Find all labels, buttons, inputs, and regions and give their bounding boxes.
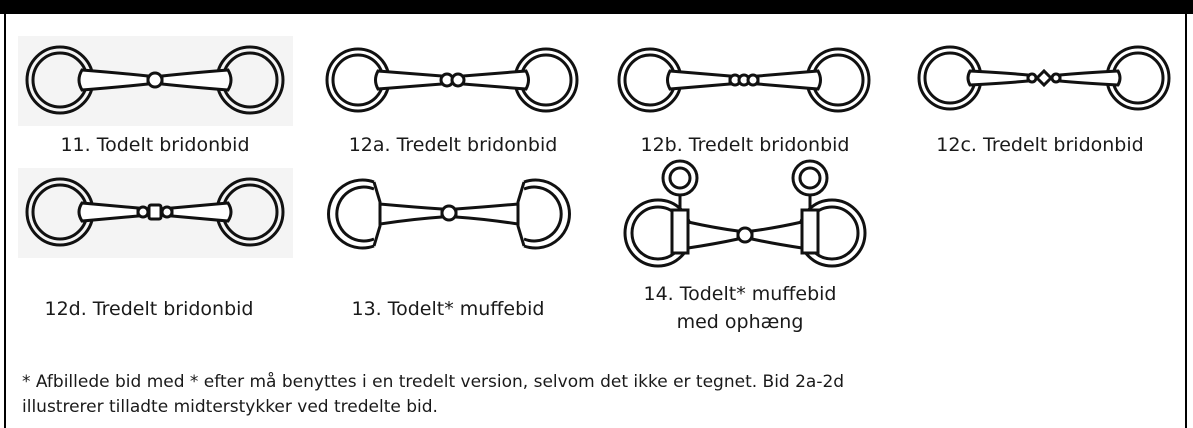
- bit-12d-caption: 12d. Tredelt bridonbid: [44, 298, 254, 320]
- bit-12a-caption: 12a. Tredelt bridonbid: [348, 134, 558, 156]
- three-piece-roller-loose-ring-bit-icon: [25, 177, 285, 247]
- footnote-line-1: * Afbillede bid med * efter må benyttes …: [22, 372, 845, 392]
- bit-13-caption: 13. Todelt* muffebid: [351, 298, 545, 320]
- bit-14-image: [610, 158, 880, 270]
- three-piece-lozenge-loose-ring-bit-icon: [917, 45, 1171, 111]
- bit-12c-caption: 12c. Tredelt bridonbid: [936, 134, 1144, 156]
- three-piece-loose-ring-bit-icon: [325, 47, 579, 113]
- header-bar: [0, 0, 1193, 14]
- bit-12c-image: [912, 38, 1177, 118]
- bit-14-caption-line1: 14. Todelt* muffebid: [643, 283, 837, 305]
- bit-12b-image: [612, 40, 877, 120]
- two-piece-loose-ring-bit-icon: [25, 45, 285, 115]
- three-piece-link-loose-ring-bit-icon: [617, 47, 871, 113]
- bit-11-image: [20, 40, 290, 120]
- bit-12a-image: [320, 40, 585, 120]
- content-frame: [4, 14, 1187, 428]
- bit-12b-caption: 12b. Tredelt bridonbid: [640, 134, 850, 156]
- two-piece-baucher-bit-icon: [623, 159, 867, 268]
- footnote: * Afbillede bid med * efter må benyttes …: [22, 370, 1172, 420]
- bit-11-caption: 11. Todelt bridonbid: [60, 134, 250, 156]
- bit-13-image: [318, 172, 580, 256]
- two-piece-eggbutt-bit-icon: [327, 178, 571, 250]
- footnote-line-2: illustrerer tilladte midterstykker ved t…: [22, 397, 438, 417]
- bit-14-caption-line2: med ophæng: [676, 311, 804, 333]
- bit-12d-image: [20, 172, 290, 252]
